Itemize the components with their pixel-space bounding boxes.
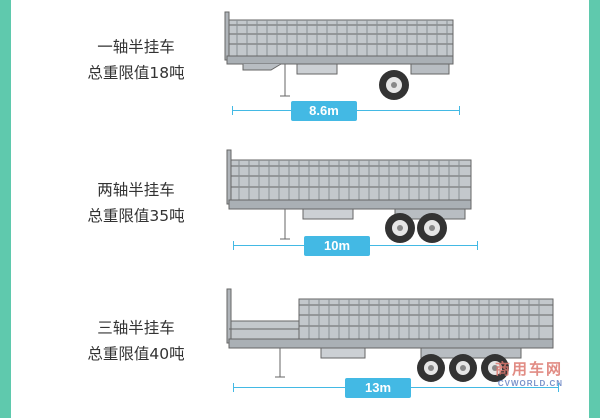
- infographic-panel: 一轴半挂车 总重限值18吨: [11, 0, 589, 418]
- trailer-row-2: 两轴半挂车 总重限值35吨: [11, 139, 589, 278]
- trailer-type: 两轴半挂车: [97, 181, 175, 199]
- weight-limit: 总重限值40吨: [87, 345, 185, 363]
- trailer-row-3: 三轴半挂车 总重限值40吨: [11, 279, 589, 418]
- single-axle-trailer-illustration: [224, 11, 454, 100]
- watermark-text: 商用车网: [494, 360, 563, 378]
- three-axle-trailer-illustration: [226, 288, 554, 382]
- length-badge: 10m: [304, 236, 370, 256]
- watermark-subtext: CVWORLD.CN: [497, 379, 563, 388]
- trailer-type: 一轴半挂车: [97, 38, 175, 56]
- wheel: [417, 354, 445, 382]
- two-axle-trailer-illustration: [226, 149, 472, 243]
- trailer-type: 三轴半挂车: [97, 319, 175, 337]
- weight-limit: 总重限值35吨: [87, 207, 185, 225]
- trailer-label: 两轴半挂车 总重限值35吨: [71, 177, 201, 229]
- trailer-label: 三轴半挂车 总重限值40吨: [71, 315, 201, 367]
- trailer-label: 一轴半挂车 总重限值18吨: [71, 34, 201, 86]
- wheel: [385, 213, 415, 243]
- length-badge: 8.6m: [291, 101, 357, 121]
- wheel: [417, 213, 447, 243]
- wheel: [379, 70, 409, 100]
- weight-limit: 总重限值18吨: [87, 64, 185, 82]
- wheel: [481, 354, 509, 382]
- trailer-row-1: 一轴半挂车 总重限值18吨: [11, 0, 589, 139]
- wheel: [449, 354, 477, 382]
- watermark-logo: 商用车网 CVWORLD.CN: [495, 358, 563, 388]
- length-badge: 13m: [345, 378, 411, 398]
